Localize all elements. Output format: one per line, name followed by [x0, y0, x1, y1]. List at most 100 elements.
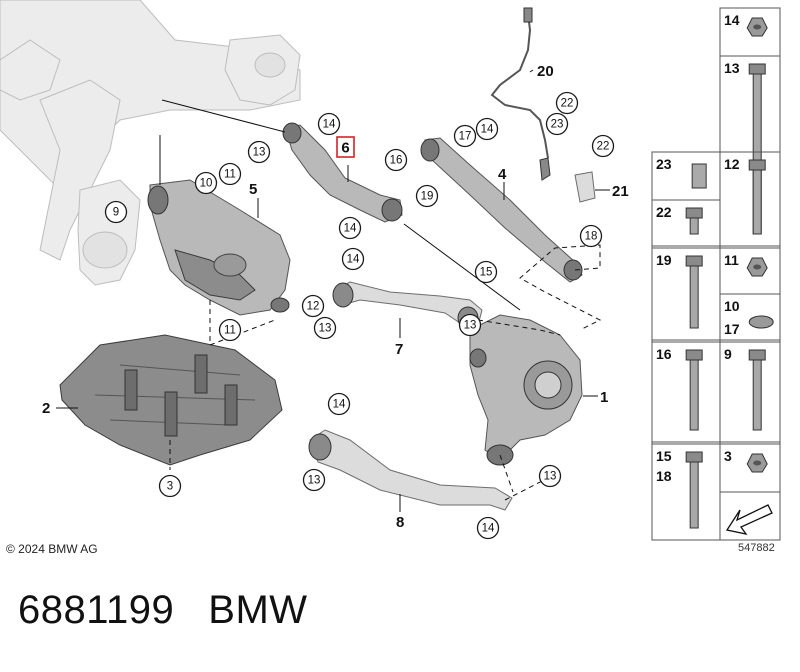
callout-label: 3 — [167, 481, 173, 493]
hardware-cell-19: 19 — [651, 247, 721, 341]
callout-14: 14 — [341, 247, 365, 271]
callout-circle — [313, 316, 337, 340]
callout-circle — [591, 134, 615, 158]
threaded-insert-icon — [691, 163, 707, 189]
callout-14: 14 — [475, 117, 499, 141]
footer-caption: 6881199 BMW — [18, 588, 308, 633]
arm-8 — [308, 429, 513, 511]
hardware-number: 15 — [656, 448, 672, 464]
callout-11: 11 — [218, 162, 242, 186]
hardware-cell-9: 9 — [719, 341, 781, 443]
callout-13: 13 — [313, 316, 337, 340]
callout-label: 13 — [319, 323, 332, 335]
callout-13: 13 — [458, 313, 482, 337]
arm-6 — [282, 122, 403, 223]
bolt-head-icon — [748, 349, 766, 361]
callout-16: 16 — [384, 148, 408, 172]
callout-22: 22 — [591, 134, 615, 158]
callout-11: 11 — [218, 318, 242, 342]
callout-label: 13 — [544, 471, 557, 483]
nut-hole-icon — [753, 460, 762, 466]
leader-lines — [56, 69, 610, 512]
callout-14: 14 — [338, 216, 362, 240]
callout-circle — [545, 112, 569, 136]
hardware-cell-border — [719, 55, 781, 247]
part-label-2: 2 — [42, 400, 50, 417]
callout-circle — [301, 294, 325, 318]
callout-circle — [555, 91, 579, 115]
bolt-head-icon — [685, 349, 703, 361]
callout-circle — [476, 516, 500, 540]
hardware-cell-23: 23 — [651, 151, 721, 201]
callout-circle — [384, 148, 408, 172]
hardware-number: 12 — [724, 156, 740, 172]
callout-14: 14 — [327, 392, 351, 416]
callout-circle — [475, 117, 499, 141]
part-label-1: 1 — [600, 389, 608, 406]
callout-label: 14 — [323, 119, 336, 131]
bolt-shank-icon — [689, 359, 699, 431]
hardware-number: 9 — [724, 346, 732, 362]
hardware-cell-border — [719, 151, 781, 247]
callout-label: 12 — [307, 301, 320, 313]
hardware-cell-border — [719, 293, 781, 341]
callout-circle — [338, 216, 362, 240]
callout-23: 23 — [545, 112, 569, 136]
hardware-cell-22: 22 — [651, 199, 721, 247]
hardware-cell-16: 16 — [651, 341, 721, 443]
callout-label: 13 — [464, 320, 477, 332]
callout-circle — [579, 224, 603, 248]
callout-label: 13 — [308, 475, 321, 487]
callout-circle — [302, 468, 326, 492]
hardware-cell-14: 14 — [719, 7, 781, 57]
callout-circle — [104, 200, 128, 224]
callout-circle — [158, 474, 182, 498]
arrow-cell-border — [719, 491, 781, 541]
callout-6-label: 6 — [341, 140, 349, 157]
bolt-head-icon — [748, 63, 766, 75]
callout-circle — [247, 140, 271, 164]
callout-9: 9 — [104, 200, 128, 224]
part-label-21: 21 — [612, 183, 629, 200]
diagram-number: 547882 — [738, 542, 775, 554]
hardware-cell-border — [719, 341, 781, 443]
clip-21 — [574, 171, 596, 203]
callout-18: 18 — [579, 224, 603, 248]
callout-label: 13 — [253, 147, 266, 159]
wheel-carrier-1 — [469, 314, 583, 466]
callout-label: 15 — [480, 267, 493, 279]
hardware-cell-12: 12 — [719, 151, 781, 247]
hardware-number: 23 — [656, 156, 672, 172]
callout-13: 13 — [302, 468, 326, 492]
hardware-number: 3 — [724, 448, 732, 464]
callout-circle — [218, 162, 242, 186]
callout-label: 14 — [347, 254, 360, 266]
callout-label: 16 — [390, 155, 403, 167]
control-arm-5 — [147, 179, 291, 316]
hardware-number: 22 — [656, 204, 672, 220]
callout-circle — [415, 184, 439, 208]
copyright-text: © 2024 BMW AG — [6, 542, 98, 556]
part-label-4: 4 — [498, 166, 507, 183]
callout-circle — [453, 124, 477, 148]
callout-label: 14 — [482, 523, 495, 535]
bolt-head-icon — [685, 255, 703, 267]
callout-circle — [327, 392, 351, 416]
callout-label: 10 — [200, 178, 213, 190]
callout-15: 15 — [474, 260, 498, 284]
bolt-shank-icon — [752, 359, 762, 431]
underbody-panel-2 — [59, 334, 283, 466]
callout-label: 22 — [561, 98, 574, 110]
part-number: 6881199 — [18, 588, 175, 632]
hardware-cell-border — [651, 199, 721, 247]
bolt-head-icon — [685, 207, 703, 219]
brand-name: BMW — [208, 588, 308, 632]
direction-arrow-cell — [719, 491, 781, 541]
part-label-8: 8 — [396, 514, 404, 531]
nut-hole-icon — [753, 24, 762, 30]
hardware-number: 13 — [724, 60, 740, 76]
